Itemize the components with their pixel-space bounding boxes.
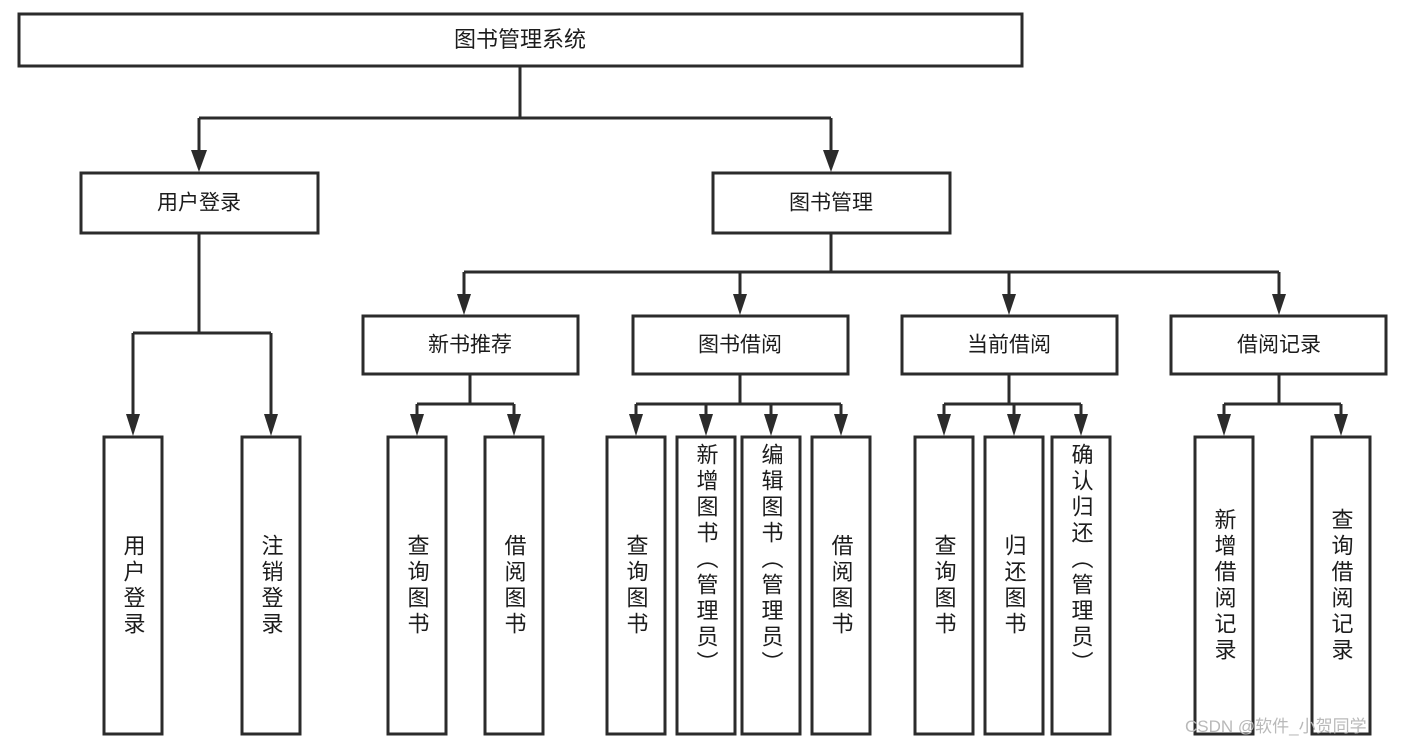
arrow-head-bb-1: [629, 414, 643, 436]
node-cb-1-box[interactable]: [913, 435, 975, 736]
node-br-2-box[interactable]: [1310, 435, 1372, 736]
node-book-borrow-label: 图书借阅: [698, 334, 782, 357]
node-book-borrow-box[interactable]: [631, 314, 850, 376]
arrow-head-nb-2: [507, 414, 521, 436]
node-book-manage[interactable]: 图书管理: [711, 171, 952, 235]
arrow-head-cb-2: [1007, 414, 1021, 436]
node-cb-2-box[interactable]: [983, 435, 1045, 736]
arrow-head-borrow-record: [1272, 294, 1286, 315]
node-bb-4-box[interactable]: [810, 435, 872, 736]
node-nb-1-box[interactable]: [386, 435, 448, 736]
node-bb-1-box[interactable]: [605, 435, 667, 736]
arrow-head-ul-1: [126, 414, 140, 436]
node-new-book-label: 新书推荐: [428, 334, 512, 357]
arrow-head-br-2: [1334, 414, 1348, 436]
arrow-head-current-borrow: [1002, 294, 1016, 315]
node-br-1-box[interactable]: [1193, 435, 1255, 736]
node-user-login-label: 用户登录: [157, 192, 241, 215]
connector-group-borrow-record: [1217, 374, 1348, 436]
arrow-head-book-borrow: [733, 294, 747, 315]
node-ul-1-box[interactable]: [102, 435, 164, 736]
node-root-label: 图书管理系统: [454, 27, 586, 52]
node-book-borrow[interactable]: 图书借阅: [631, 314, 850, 376]
node-new-book[interactable]: 新书推荐: [361, 314, 580, 376]
node-book-manage-label: 图书管理: [789, 192, 873, 215]
arrow-head-nb-1: [410, 414, 424, 436]
node-new-book-box[interactable]: [361, 314, 580, 376]
arrow-head-new-book: [457, 294, 471, 315]
arrow-head-bb-2: [699, 414, 713, 436]
connector-group-new-book: [410, 374, 521, 436]
node-current-borrow-label: 当前借阅: [967, 334, 1051, 357]
arrow-head-br-1: [1217, 414, 1231, 436]
node-current-borrow-box[interactable]: [900, 314, 1119, 376]
node-cb-3-box[interactable]: [1050, 435, 1112, 736]
arrow-head-cb-3: [1074, 414, 1088, 436]
arrow-head-bb-4: [834, 414, 848, 436]
node-bb-2-box[interactable]: [675, 435, 737, 736]
arrow-head-bb-3: [764, 414, 778, 436]
arrow-head-cb-1: [937, 414, 951, 436]
node-nb-2-box[interactable]: [483, 435, 545, 736]
node-user-login[interactable]: 用户登录: [79, 171, 320, 235]
arrow-head-ul-2: [264, 414, 278, 436]
node-book-manage-box[interactable]: [711, 171, 952, 235]
node-ul-2-box[interactable]: [240, 435, 302, 736]
node-current-borrow[interactable]: 当前借阅: [900, 314, 1119, 376]
connector-group-root: [191, 66, 839, 172]
arrow-head-user-login: [191, 150, 207, 172]
arrow-head-book-manage: [823, 150, 839, 172]
node-user-login-box[interactable]: [79, 171, 320, 235]
connector-group-book-manage: [457, 233, 1286, 315]
node-bb-3-box[interactable]: [740, 435, 802, 736]
node-borrow-record[interactable]: 借阅记录: [1169, 314, 1388, 376]
node-root[interactable]: 图书管理系统: [17, 12, 1024, 68]
node-borrow-record-box[interactable]: [1169, 314, 1388, 376]
node-borrow-record-label: 借阅记录: [1237, 334, 1321, 357]
connector-group-current-borrow: [937, 374, 1088, 436]
connector-group-user-login: [126, 233, 278, 436]
connector-group-book-borrow: [629, 374, 848, 436]
node-root-box[interactable]: [17, 12, 1024, 68]
